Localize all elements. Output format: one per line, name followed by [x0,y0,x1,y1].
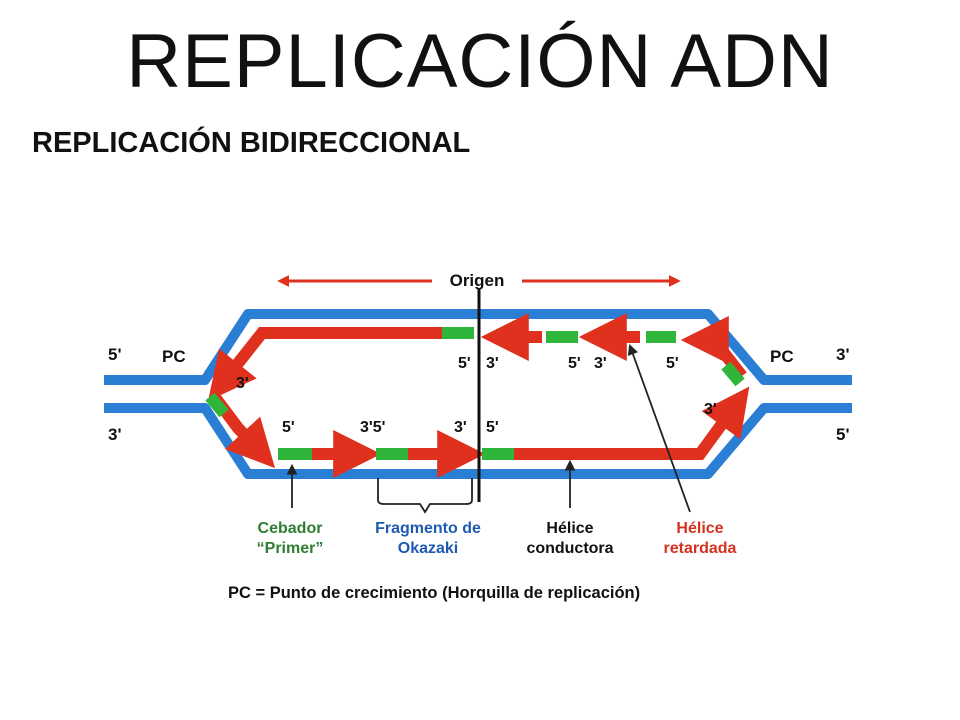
page-subtitle: REPLICACIÓN BIDIRECCIONAL [32,127,471,159]
inner-label-top-5b: 5' [568,355,581,372]
leading-label-line2: conductora [526,540,613,557]
inner-label-bottom-3: 3' [454,419,467,436]
new-strands [208,313,750,478]
primer-label-line2: “Primer” [257,540,324,557]
okazaki-brace [377,478,473,514]
primer [546,331,578,343]
primer [376,448,408,460]
pointer-arrows [286,343,691,514]
footnote: PC = Punto de crecimiento (Horquilla de … [228,584,640,602]
inner-label-top-5a: 5' [458,355,471,372]
okazaki-label-line1: Fragmento de [375,520,481,537]
leading-label-line1: Hélice [546,520,593,537]
lower-right-new-strand [510,386,750,460]
strand-end-bottom-right: 5' [836,425,850,444]
primer [646,331,676,343]
primer [721,361,745,387]
primer [205,392,229,418]
lagging-pointer [627,343,691,513]
inner-label-top-5c: 5' [666,355,679,372]
right-bend-new-strand [680,316,747,380]
okazaki-label-line2: Okazaki [398,540,458,557]
inner-label-right-lower: 3' [704,401,717,418]
inner-label-top-3b: 3' [594,355,607,372]
strand-end-top-left: 5' [108,345,122,364]
inner-label-left-upper: 3' [236,375,249,392]
lagging-label-line2: retardada [664,540,737,557]
inner-label-bottom-35: 3'5' [360,419,385,436]
pc-right-label: PC [770,347,794,366]
inner-label-top-3a: 3' [486,355,499,372]
upper-left-new-strand [208,327,466,402]
primer-label-line1: Cebador [258,520,323,537]
primer [482,448,514,460]
primer [278,448,312,460]
origin-label: Origen [450,271,505,290]
pc-left-label: PC [162,347,186,366]
primer [442,327,474,339]
legend: Cebador “Primer” Fragmento de Okazaki Hé… [228,520,737,602]
strand-end-bottom-left: 3' [108,425,122,444]
lagging-label-line1: Hélice [676,520,723,537]
strand-end-top-right: 3' [836,345,850,364]
page-title: REPLICACIÓN ADN [126,19,834,104]
inner-label-bottom-5a: 5' [282,419,295,436]
inner-label-bottom-5b: 5' [486,419,499,436]
primers [205,327,745,460]
